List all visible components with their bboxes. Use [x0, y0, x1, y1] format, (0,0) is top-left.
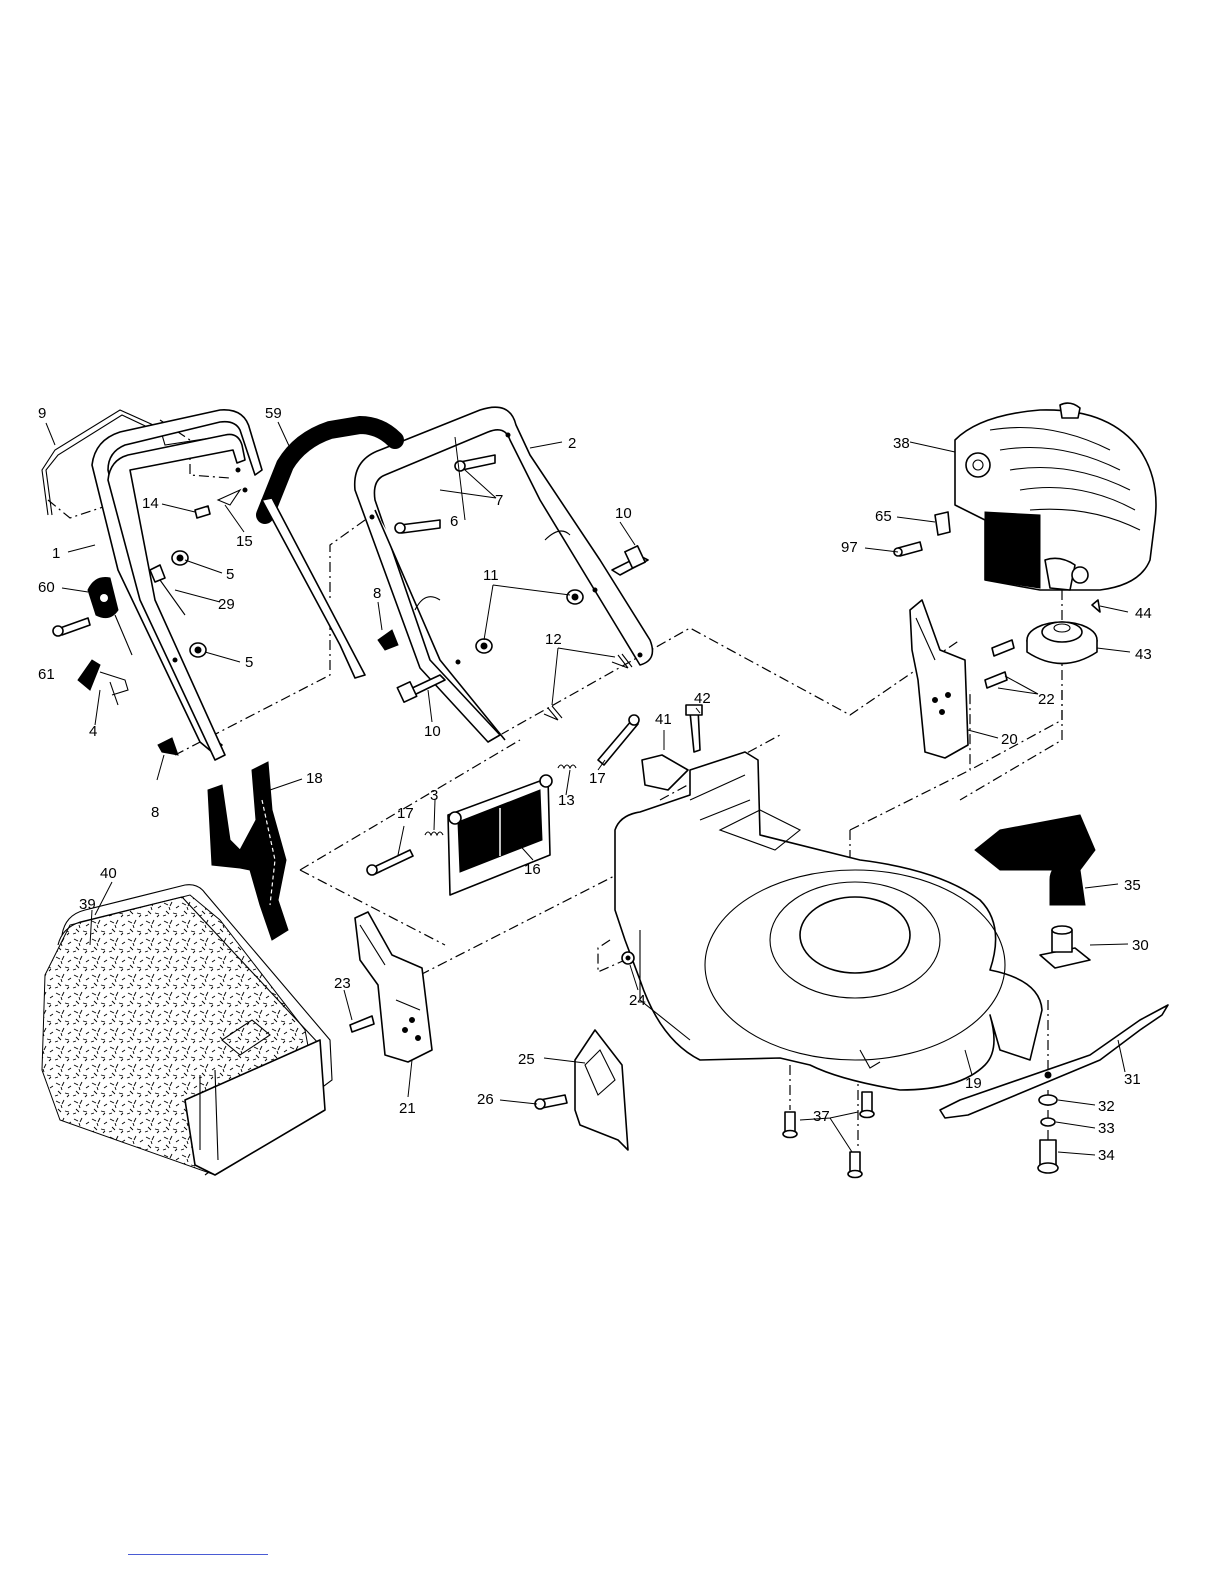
- callout-22: 22: [1038, 691, 1055, 708]
- lower-handle: [92, 410, 262, 760]
- callout-20: 20: [1001, 731, 1018, 748]
- callout-10b: 10: [424, 723, 441, 740]
- blade-adapter: [1040, 926, 1090, 968]
- callout-43: 43: [1135, 646, 1152, 663]
- callout-11: 11: [483, 567, 499, 584]
- callout-26: 26: [477, 1091, 494, 1108]
- deck-nut: [622, 952, 634, 964]
- handle-strap: [262, 498, 365, 678]
- callout-29: 29: [218, 596, 235, 613]
- callout-19: 19: [965, 1075, 982, 1092]
- callout-40: 40: [100, 865, 117, 882]
- callout-59: 59: [265, 405, 282, 422]
- mower-deck: [615, 752, 1042, 1090]
- height-bracket-left: [350, 912, 432, 1062]
- callout-61: 61: [38, 666, 55, 683]
- control-bracket: [88, 578, 132, 656]
- callout-4: 4: [89, 723, 97, 740]
- callout-34: 34: [1098, 1147, 1115, 1164]
- callout-60: 60: [38, 579, 55, 596]
- callout-9: 9: [38, 405, 46, 422]
- callout-7: 7: [495, 492, 503, 509]
- callout-18: 18: [306, 770, 323, 787]
- callout-21: 21: [399, 1100, 416, 1117]
- callout-17a: 17: [589, 770, 606, 787]
- callout-15: 15: [236, 533, 253, 550]
- callout-13: 13: [558, 792, 575, 809]
- callout-25: 25: [518, 1051, 535, 1068]
- grass-bag: [42, 885, 332, 1175]
- callout-2: 2: [568, 435, 576, 452]
- callout-24: 24: [629, 992, 646, 1009]
- callout-10a: 10: [615, 505, 632, 522]
- deck-screws: [783, 1092, 874, 1178]
- callout-35: 35: [1124, 877, 1141, 894]
- callout-12: 12: [545, 631, 562, 648]
- mulch-plug: [208, 762, 288, 940]
- belt-cover: [975, 815, 1095, 905]
- callout-39: 39: [79, 896, 96, 913]
- callout-14: 14: [142, 495, 159, 512]
- callout-44: 44: [1135, 605, 1152, 622]
- callout-37: 37: [813, 1108, 830, 1125]
- callout-8b: 8: [151, 804, 159, 821]
- callout-42: 42: [694, 690, 711, 707]
- callout-97: 97: [841, 539, 858, 556]
- callout-8a: 8: [373, 585, 381, 602]
- pulley: [1027, 622, 1097, 664]
- callout-41: 41: [655, 711, 672, 728]
- callout-38: 38: [893, 435, 910, 452]
- callout-3: 3: [430, 787, 438, 804]
- callout-33: 33: [1098, 1120, 1115, 1137]
- callout-16: 16: [524, 861, 541, 878]
- discharge-deflector: [535, 1030, 628, 1150]
- callout-23: 23: [334, 975, 351, 992]
- callout-1: 1: [52, 545, 60, 562]
- callout-65: 65: [875, 508, 892, 525]
- adjust-knob: [78, 660, 128, 705]
- height-bracket-right: [910, 600, 1014, 758]
- callout-32: 32: [1098, 1098, 1115, 1115]
- callout-5b: 5: [245, 654, 253, 671]
- engine: [955, 403, 1156, 590]
- callout-17b: 17: [397, 805, 414, 822]
- callout-6: 6: [450, 513, 458, 530]
- callout-30: 30: [1132, 937, 1149, 954]
- footer-rule: [128, 1554, 268, 1555]
- callout-31: 31: [1124, 1071, 1141, 1088]
- callout-5a: 5: [226, 566, 234, 583]
